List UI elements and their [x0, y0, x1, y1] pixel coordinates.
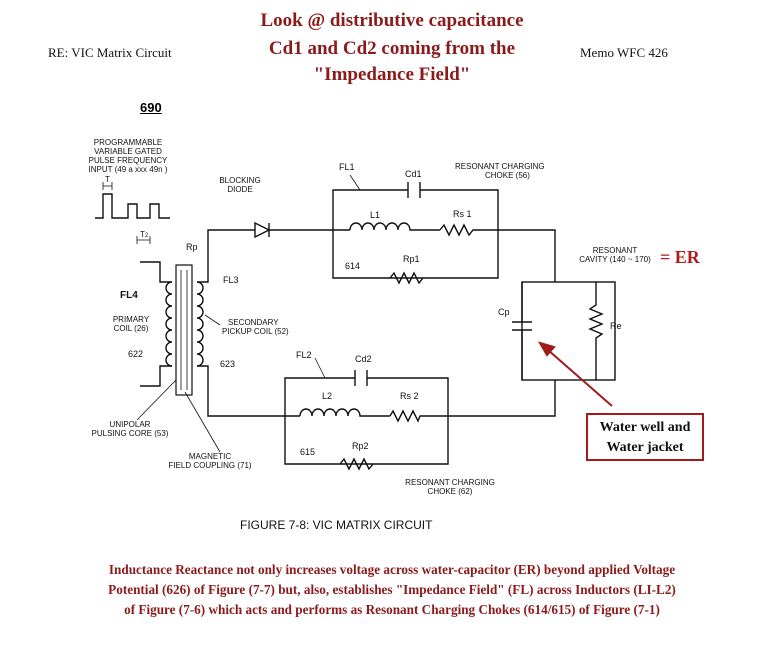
er-label: = ER: [660, 247, 700, 267]
fl4-label: FL4: [120, 290, 138, 301]
rp-label: Rp: [186, 242, 198, 252]
header-title-line-1: Look @ distributive capacitance: [260, 10, 524, 31]
cd1-capacitor: [407, 182, 421, 198]
l1-label: L1: [370, 210, 381, 220]
cd2-label: Cd2: [355, 354, 372, 364]
re-resistor: [588, 282, 604, 380]
t-label: T: [105, 175, 110, 184]
header-memo: Memo WFC 426: [580, 45, 668, 60]
header-reference: RE: VIC Matrix Circuit: [48, 45, 172, 60]
rp1-label: Rp1: [403, 254, 420, 264]
cp-capacitor: [512, 282, 532, 380]
rs2-resistor: [389, 409, 425, 423]
n623-label: 623: [220, 359, 236, 369]
figure-caption: FIGURE 7-8: VIC MATRIX CIRCUIT: [240, 518, 433, 532]
l2-inductor: [299, 408, 390, 417]
re-label: Re: [610, 321, 622, 331]
header-title-line-2: Cd1 and Cd2 coming from the: [268, 38, 516, 59]
wire-bottom: [197, 365, 285, 417]
rs1-resistor: [439, 223, 478, 237]
rp2-resistor: [339, 457, 374, 471]
upper-network: [332, 189, 499, 279]
transformer-core: [175, 264, 193, 396]
fl1-label: FL1: [339, 162, 355, 172]
header-title-line-3: "Impedance Field": [313, 64, 471, 85]
resonant-cavity-box: [521, 281, 616, 381]
secondary-coil: [196, 281, 204, 367]
n622-label: 622: [128, 349, 144, 359]
rp2-label: Rp2: [352, 441, 369, 451]
note-line-3: of Figure (7-6) which acts and performs …: [124, 602, 660, 617]
primary-coil: [165, 281, 173, 367]
t2-dimension: [136, 236, 151, 244]
blocking-diode-symbol: [254, 221, 271, 239]
cd1-label: Cd1: [405, 169, 422, 179]
l1-inductor: [349, 222, 440, 231]
diagram-number: 690: [140, 100, 162, 115]
n614-label: 614: [345, 261, 361, 271]
fl3-label: FL3: [223, 275, 239, 285]
t-dimension: [102, 182, 113, 190]
pulse-waveform: [95, 193, 170, 219]
note-line-2: Potential (626) of Figure (7-7) but, als…: [108, 582, 676, 597]
l2-label: L2: [322, 391, 333, 401]
rp1-resistor: [389, 271, 424, 285]
rs2-label: Rs 2: [400, 391, 419, 401]
fl2-label: FL2: [296, 350, 312, 360]
cd2-capacitor: [354, 370, 368, 386]
note-line-1: Inductance Reactance not only increases …: [108, 562, 676, 577]
n615-label: 615: [300, 447, 316, 457]
t2-label: T2: [140, 230, 149, 239]
rs1-label: Rs 1: [453, 209, 472, 219]
wire-top: [197, 229, 255, 283]
cp-label: Cp: [498, 307, 510, 317]
